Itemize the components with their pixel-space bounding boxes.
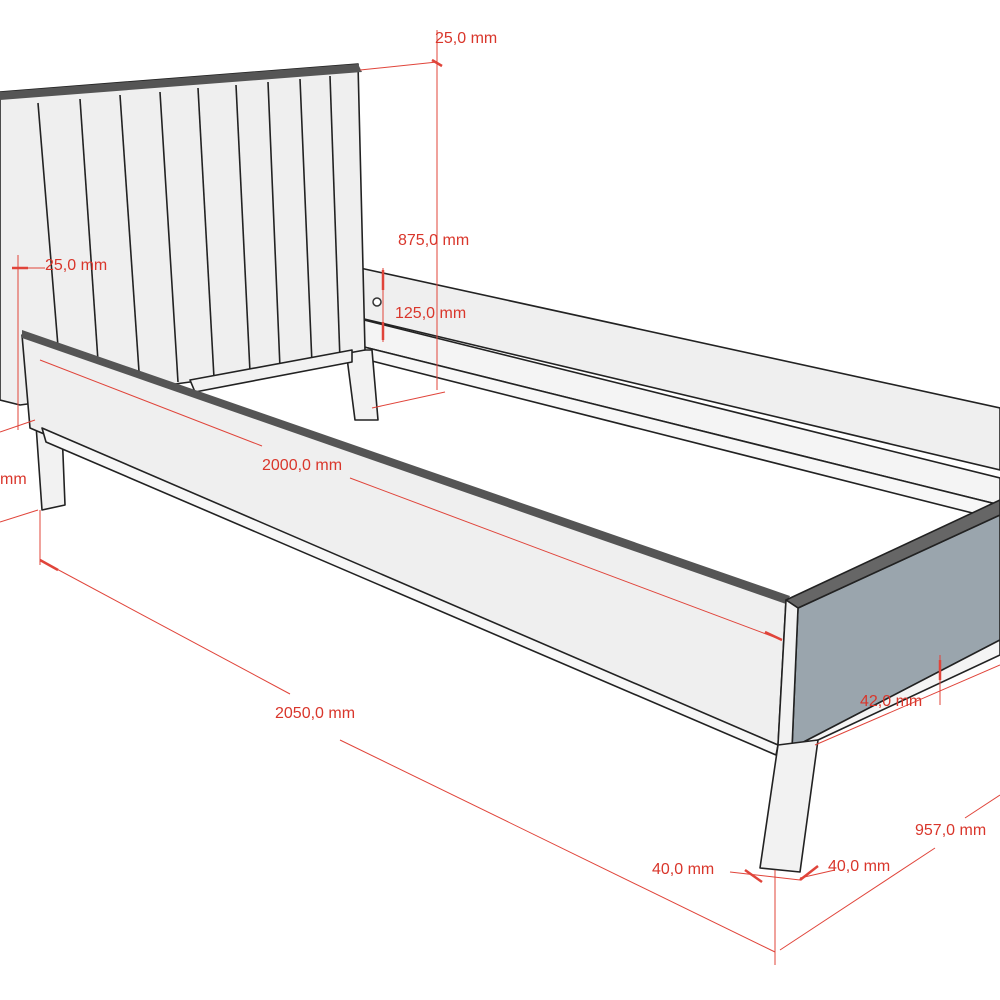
dim-headboard-side-thickness: 25,0 mm	[45, 257, 107, 274]
dim-headboard-height: 875,0 mm	[398, 232, 469, 249]
headboard-slats	[37, 75, 341, 396]
headboard-crossbar	[189, 349, 353, 393]
dim-leg-width-right: 40,0 mm	[828, 858, 890, 875]
front-side-rail-top	[22, 330, 790, 604]
dim-inner-length: 2000,0 mm	[262, 457, 342, 474]
dim-headboard-top-thickness: 25,0 mm	[435, 30, 497, 47]
headboard-top-edge	[0, 64, 362, 100]
dim-footboard-gap: 42,0 mm	[860, 693, 922, 710]
dim-leg-height-cropped: mm	[0, 471, 27, 488]
bolt-hole	[372, 297, 382, 307]
dim-overall-length: 2050,0 mm	[275, 705, 355, 722]
dimension-lines	[0, 30, 1000, 965]
dim-rail-height: 125,0 mm	[395, 305, 466, 322]
dim-overall-width: 957,0 mm	[915, 822, 986, 839]
dim-leg-width-left: 40,0 mm	[652, 861, 714, 878]
front-right-leg	[759, 739, 819, 873]
